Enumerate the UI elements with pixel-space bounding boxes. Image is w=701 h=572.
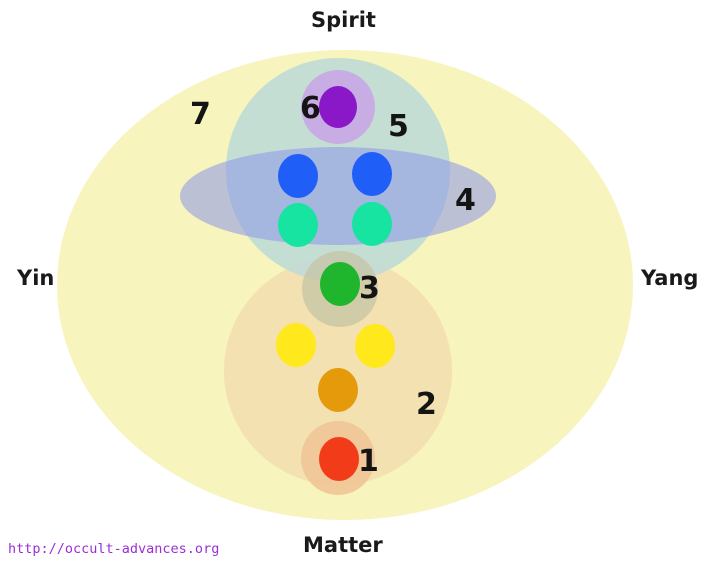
number-6: 6 [300, 91, 321, 126]
number-1: 1 [358, 444, 379, 479]
teal-center-right [352, 202, 392, 246]
root-center [319, 437, 359, 481]
blue-center-right [352, 152, 392, 196]
teal-center-left [278, 203, 318, 247]
number-2: 2 [416, 387, 437, 422]
spirit-label: Spirit [311, 8, 376, 32]
number-5: 5 [388, 109, 409, 144]
yellow-center-right [355, 324, 395, 368]
number-3: 3 [359, 271, 380, 306]
crown-center [319, 86, 357, 128]
number-4: 4 [455, 183, 476, 218]
horizontal-band [180, 147, 496, 245]
heart-center [320, 262, 360, 306]
blue-center-left [278, 154, 318, 198]
source-url-link[interactable]: http://occult-advances.org [8, 541, 220, 557]
yin-label: Yin [17, 266, 55, 290]
matter-label: Matter [303, 533, 383, 557]
sacral-center [318, 368, 358, 412]
number-7: 7 [190, 97, 211, 132]
yellow-center-left [276, 323, 316, 367]
yang-label: Yang [641, 266, 699, 290]
